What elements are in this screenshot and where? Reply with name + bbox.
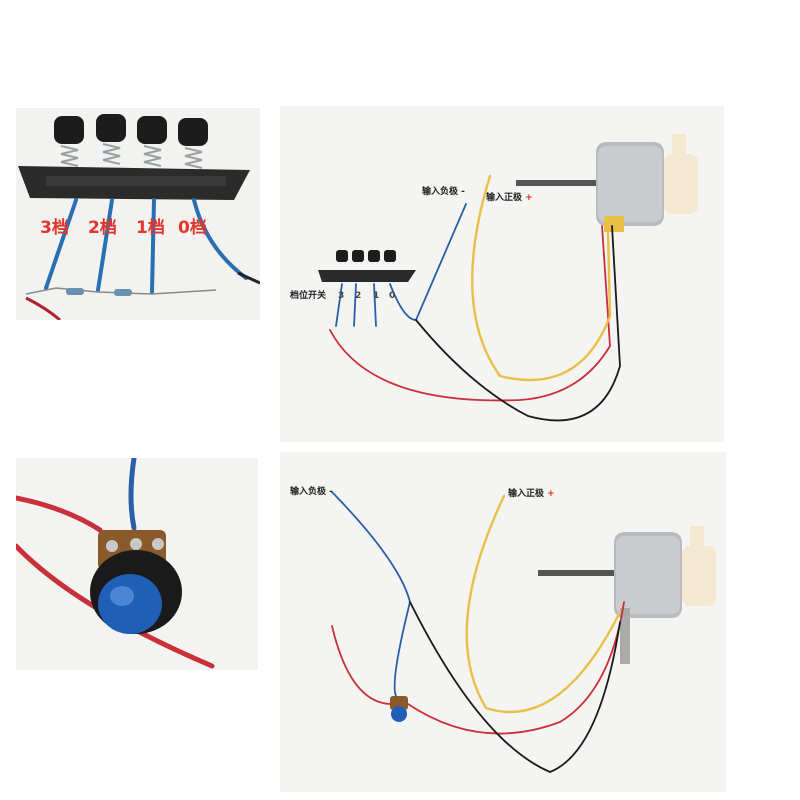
switch-closeup-illustration (18, 114, 260, 320)
gear-switch-label: 档位开关 (290, 291, 327, 301)
input-negative-label: 输入负极 - (422, 187, 465, 197)
switch-wiring-illustration (318, 134, 698, 422)
gear-label-1: 1档 (136, 218, 165, 238)
switch-closeup-photo: 3档 2档 1档 0档 (16, 108, 260, 320)
input-positive-label: 输入正极 + (508, 489, 555, 499)
motor-assembly (538, 526, 716, 664)
switch-number-3: 3 (338, 291, 345, 301)
mini-potentiometer (390, 696, 408, 722)
gear-label-2: 2档 (88, 218, 117, 238)
potentiometer-wiring-illustration (331, 491, 716, 773)
switch-number-1: 1 (373, 291, 380, 301)
input-negative-label: 输入负极 - (290, 487, 333, 497)
blue-knob (98, 574, 162, 634)
gear-label-0: 0档 (178, 218, 207, 238)
gear-label-3: 3档 (40, 218, 69, 238)
switch-number-0: 0 (389, 291, 396, 301)
potentiometer-body (90, 530, 182, 634)
switch-number-2: 2 (355, 291, 362, 301)
mini-switch (318, 250, 416, 282)
motor-assembly (516, 134, 698, 232)
potentiometer-wiring-photo: 输入负极 - 输入正极 + (280, 452, 726, 792)
potentiometer-closeup-photo (16, 458, 258, 670)
input-positive-label: 输入正极 + (486, 193, 533, 203)
potentiometer-illustration (16, 458, 215, 669)
push-buttons (54, 114, 208, 169)
switch-wiring-photo: 输入负极 - 输入正极 + 档位开关 3 2 1 0 (280, 106, 724, 442)
